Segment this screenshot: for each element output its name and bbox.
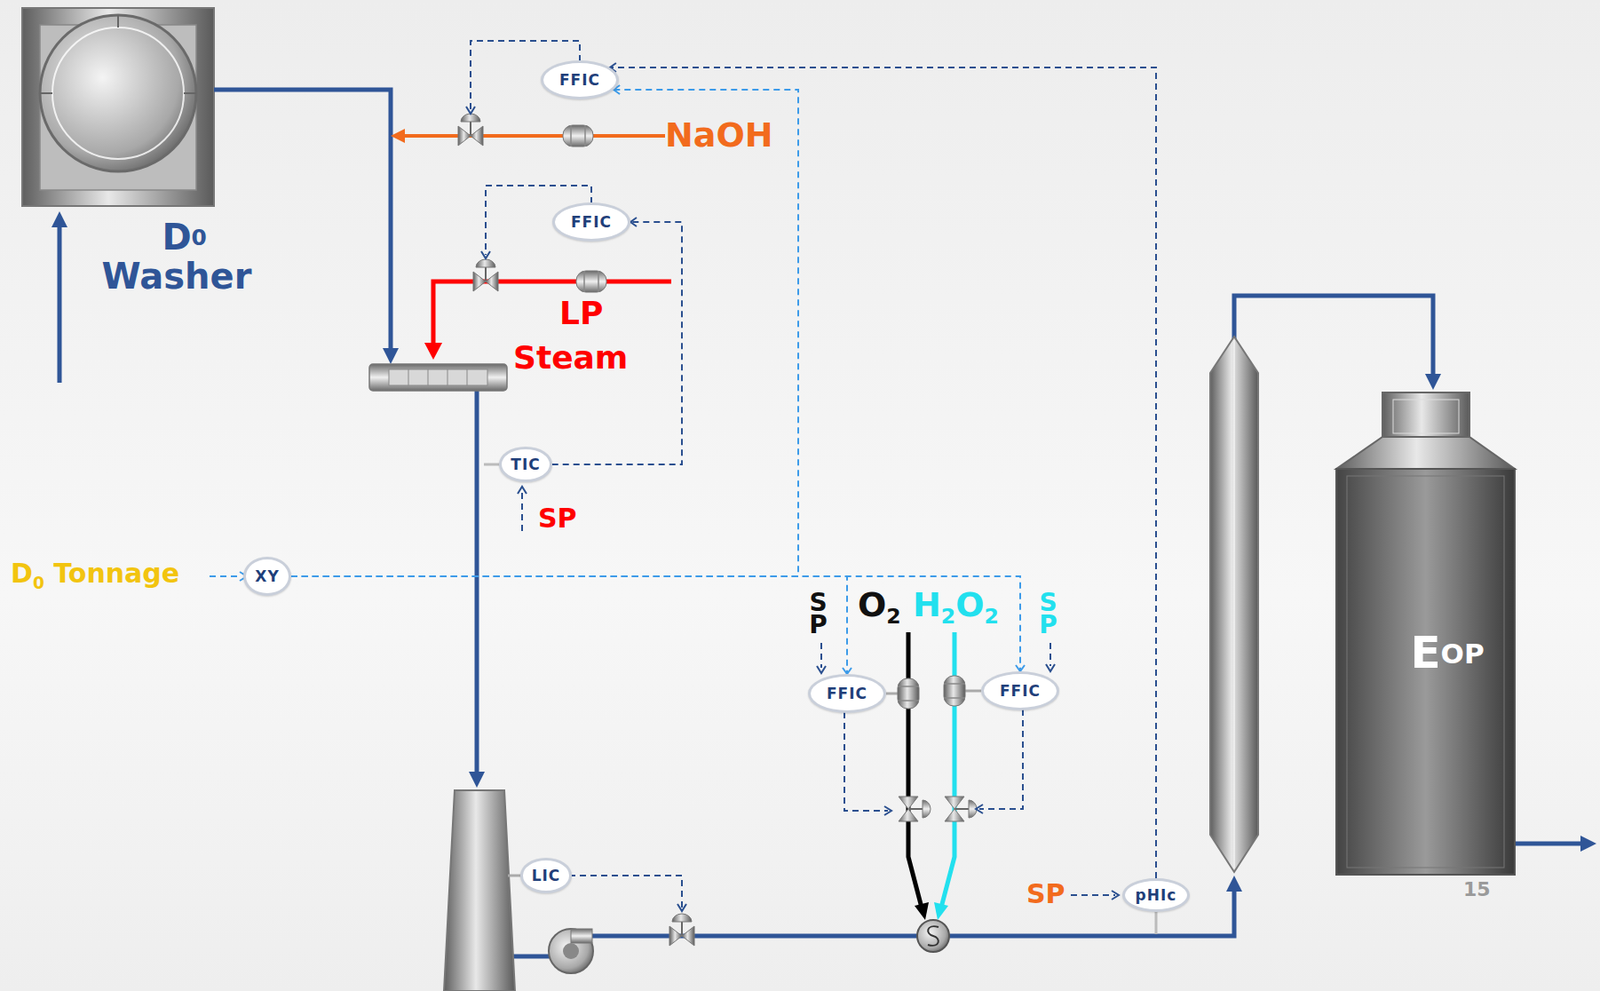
washer-equipment: D0 Washer [22,7,214,206]
instrument-tag: FFIC [559,71,601,89]
setpoint-tag: SP [1026,879,1066,909]
setpoint-tag: SP [538,504,578,533]
process-pipe [59,89,1583,957]
washer-drum [22,7,214,206]
ph-stub [1155,910,1158,935]
instrument-tag: LIC [531,867,562,885]
instrument-tag: FFIC [570,213,612,231]
flow-ratio-controller: FFIC [540,60,619,100]
chemical-name: O2 [857,587,902,624]
page-number: 15 [1463,879,1491,900]
flow-ratio-controller: FFIC [981,671,1060,711]
eop-tower [1336,392,1515,875]
signal-line [470,40,1116,908]
storage-tower [443,790,523,991]
steam-mixer [369,364,507,391]
chemical-name: NaOH [665,118,774,154]
signal-line [609,67,1157,879]
ph-controller: pHIc [1122,878,1190,912]
level-valve [669,913,695,946]
equipment-label: EOP [1336,628,1515,678]
ratio-relay: XY [243,556,291,596]
temperature-controller: TIC [499,446,552,483]
level-controller: LIC [520,857,573,894]
flow-ratio-controller: FFIC [552,202,631,242]
flow-arrowhead [51,211,1597,892]
instrument-tag: pHIc [1135,887,1178,904]
static-mixer [917,919,950,952]
signal-line [291,576,848,674]
signal-arrowhead [239,106,1119,911]
instrument-tag: XY [254,568,279,586]
chemical-name: H2O2 [912,587,999,624]
eop-tower-body: EOP [1336,468,1515,875]
instrument-tag: FFIC [999,682,1041,700]
utility-name: LP [559,296,603,331]
setpoint-tag: SP [808,591,828,636]
upflow-tube [1210,336,1259,872]
signal-name: D0 Tonnage [10,559,180,588]
instrument-tag: FFIC [826,685,868,703]
oxygen-pipe [886,632,931,920]
signal-line [291,89,799,577]
utility-name: Steam [513,340,628,375]
pump [548,928,594,974]
instrument-tag: TIC [510,456,540,474]
flow-ratio-controller: FFIC [807,673,887,713]
signal-line [209,575,242,578]
signal-line [291,576,1021,672]
peroxide-pipe [934,632,982,920]
setpoint-tag: SP [1038,591,1058,636]
equipment-label: D0 Washer [87,217,266,296]
naoh-pipe [390,113,666,147]
